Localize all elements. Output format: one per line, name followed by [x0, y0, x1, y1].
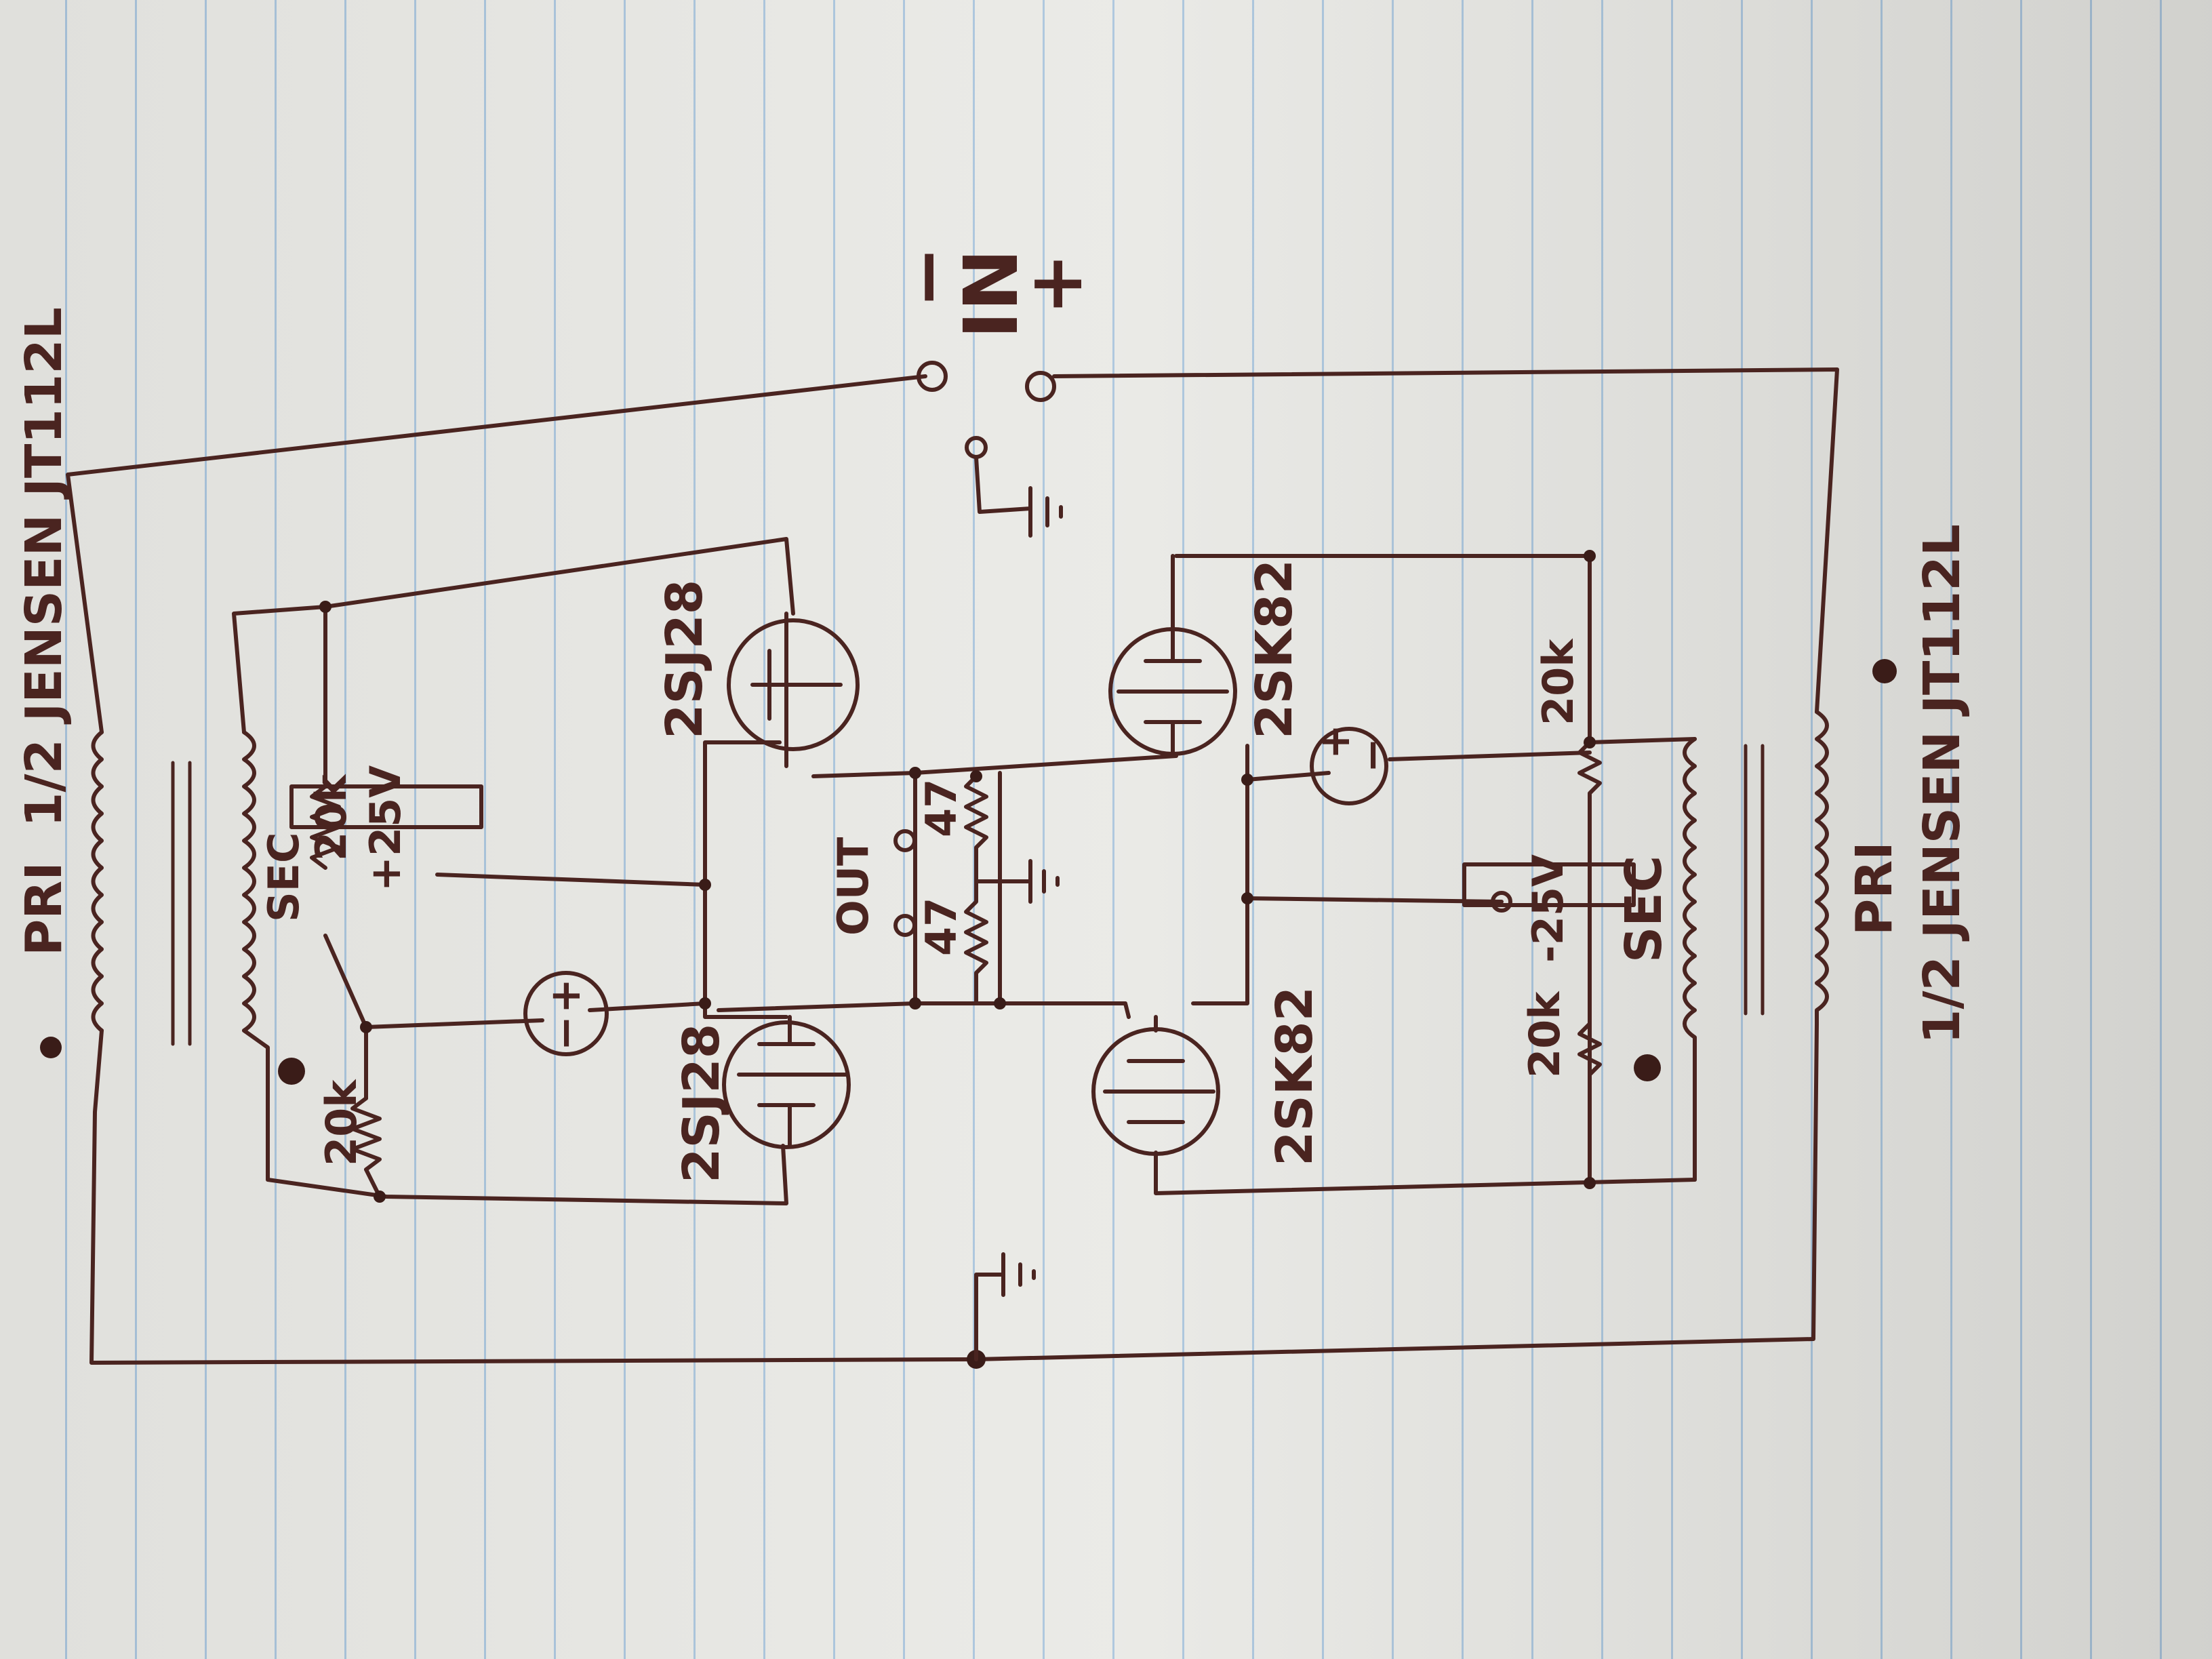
- dot-pri-bottom: [1872, 659, 1897, 683]
- label-47-bottom: 47: [917, 898, 966, 956]
- label-out: OUT: [828, 837, 878, 936]
- primary-coil-bottom: [1815, 710, 1829, 1026]
- label-in: IN: [948, 249, 1034, 339]
- label-batt-plus-bottom: +: [1310, 724, 1359, 759]
- battery-top: [523, 971, 609, 1056]
- ground-out: [974, 859, 1060, 904]
- label-2sk82-top: 2SK82: [1245, 559, 1304, 739]
- label-20k-left: 20k: [317, 1079, 366, 1166]
- in-ground-terminal: [965, 436, 988, 459]
- secondary-coil-bottom: [1683, 737, 1697, 1182]
- label-20k-bottom-left: 20k: [1520, 991, 1569, 1078]
- minus-25v-terminal: [1491, 891, 1512, 913]
- dot-sec-bottom: [1634, 1054, 1661, 1081]
- minus-25v-box: [1462, 862, 1636, 907]
- fet-2sj28-top: [727, 618, 860, 751]
- fet-2sj28-bottom: [722, 1020, 851, 1149]
- in-ground-symbol: [974, 456, 1063, 538]
- ground-bottom: [974, 1252, 1036, 1361]
- label-batt-minus-bottom: −: [1347, 738, 1396, 773]
- out-terminal-bottom: [893, 914, 917, 937]
- out-terminal-top: [893, 829, 917, 852]
- label-20k-bottom-right: 20k: [1533, 638, 1583, 725]
- primary-coil-top: [91, 730, 104, 1033]
- core-top: [171, 761, 192, 1046]
- label-20k-top: 20k: [306, 774, 356, 861]
- label-in-plus: +: [1012, 253, 1099, 315]
- bias-wire-top: [364, 740, 782, 1029]
- label-2sj28-top: 2SJ28: [656, 580, 714, 739]
- label-47-top: 47: [917, 779, 966, 837]
- label-sec-top: SEC: [259, 832, 308, 922]
- label-batt-minus-top: −: [540, 1016, 590, 1051]
- battery-bottom: [1310, 727, 1388, 805]
- core-bottom: [1744, 744, 1765, 1016]
- label-plus-25v: +25V: [361, 765, 410, 892]
- label-pri-top: PRI: [15, 862, 73, 956]
- dot-pri-top: [40, 1037, 62, 1058]
- label-minus-25v: -25V: [1523, 854, 1573, 963]
- res-47-top: [964, 774, 988, 883]
- label-batt-plus-top: +: [540, 978, 590, 1014]
- in-minus-terminal[interactable]: [917, 361, 948, 392]
- label-sec-bottom: SEC: [1615, 856, 1673, 963]
- secondary-coil-top: [242, 730, 256, 1033]
- label-jensen-top: 1/2 JENSEN JT112L: [15, 307, 73, 827]
- in-plus-terminal[interactable]: [1025, 371, 1056, 402]
- res-20k-bottom-zigzag: [1577, 1022, 1602, 1077]
- label-in-minus: −: [883, 246, 970, 308]
- label-2sk82-bottom: 2SK82: [1266, 986, 1324, 1166]
- res-47-bottom: [964, 879, 988, 1005]
- res-20k-left-zigzag: [350, 1096, 382, 1172]
- bias-wire-bottom: [1388, 751, 1592, 761]
- label-pri-bottom: PRI: [1845, 841, 1904, 936]
- label-2sj28-bottom: 2SJ28: [672, 1024, 731, 1183]
- plus-25v-box: [289, 784, 483, 829]
- label-jensen-bottom: 1/2 JENSEN JT112L: [1913, 524, 1971, 1044]
- dot-sec-top: [278, 1058, 305, 1085]
